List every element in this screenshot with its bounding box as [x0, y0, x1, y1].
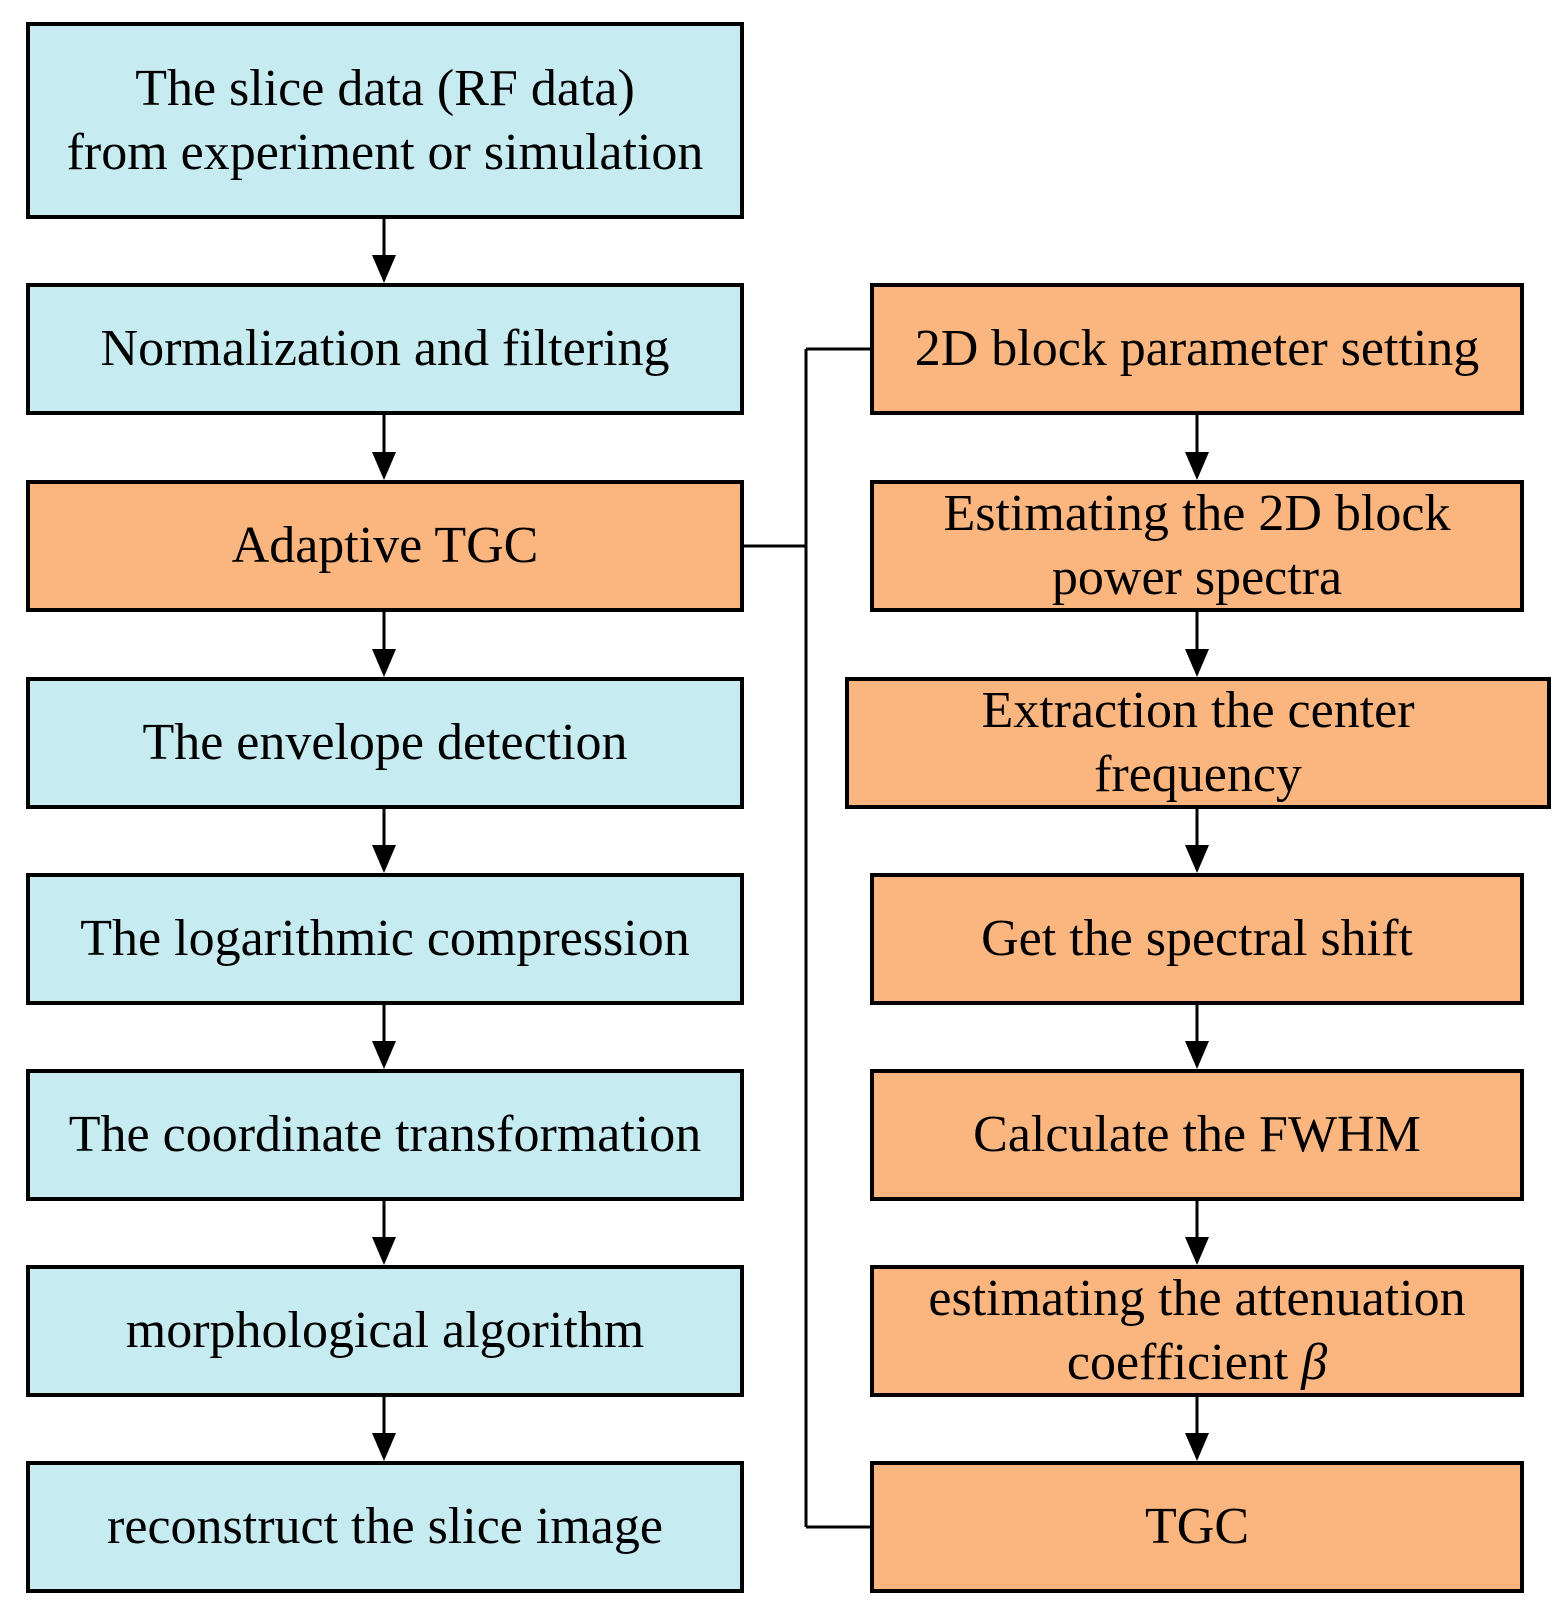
- coordinate-transformation-box: The coordinate transformation: [26, 1069, 744, 1201]
- arrowhead-norm-to-atgc: [372, 452, 396, 480]
- tgc-box: TGC: [870, 1461, 1524, 1593]
- arrowhead-shift-to-fwhm: [1185, 1041, 1209, 1069]
- morphological-algorithm-label: morphological algorithm: [125, 1302, 645, 1359]
- attenuation-line2-text: coefficient: [1066, 1334, 1302, 1391]
- power-spectra-box: Estimating the 2D block power spectra: [870, 480, 1524, 612]
- coordinate-transformation-label: The coordinate transformation: [68, 1106, 702, 1163]
- tgc-label: TGC: [1145, 1498, 1249, 1555]
- center-frequency-line2: frequency: [1094, 746, 1302, 803]
- slice-data-line2: from experiment or simulation: [66, 123, 704, 181]
- arrowhead-coord-to-morph: [372, 1237, 396, 1265]
- arrowhead-slice-to-norm: [372, 255, 396, 283]
- fwhm-box: Calculate the FWHM: [870, 1069, 1524, 1201]
- block-parameter-label: 2D block parameter setting: [914, 320, 1480, 377]
- morphological-algorithm-box: morphological algorithm: [26, 1265, 744, 1397]
- center-frequency-line1: Extraction the center: [981, 682, 1415, 739]
- beta-symbol: β: [1301, 1334, 1328, 1391]
- attenuation-coefficient-box: estimating the attenuation coefficient β: [870, 1265, 1524, 1397]
- slice-data-line1: The slice data (RF data): [135, 59, 635, 117]
- center-frequency-box: Extraction the center frequency: [845, 677, 1551, 809]
- spectral-shift-box: Get the spectral shift: [870, 873, 1524, 1005]
- fwhm-label: Calculate the FWHM: [973, 1106, 1421, 1163]
- adaptive-tgc-box: Adaptive TGC: [26, 480, 744, 612]
- envelope-detection-box: The envelope detection: [26, 677, 744, 809]
- arrowhead-log-to-coord: [372, 1041, 396, 1069]
- attenuation-line1: estimating the attenuation: [928, 1270, 1466, 1327]
- slice-data-box: The slice data (RF data) from experiment…: [26, 22, 744, 219]
- envelope-detection-label: The envelope detection: [142, 714, 628, 771]
- arrowhead-fwhm-to-atten: [1185, 1237, 1209, 1265]
- power-spectra-line2: power spectra: [1051, 549, 1343, 606]
- log-compression-box: The logarithmic compression: [26, 873, 744, 1005]
- arrowhead-atgc-to-env: [372, 649, 396, 677]
- power-spectra-line1: Estimating the 2D block: [943, 485, 1451, 542]
- arrowhead-center-to-shift: [1185, 845, 1209, 873]
- reconstruct-image-label: reconstruct the slice image: [107, 1498, 663, 1555]
- arrowhead-spectra-to-center: [1185, 649, 1209, 677]
- spectral-shift-label: Get the spectral shift: [981, 910, 1413, 967]
- arrowhead-atten-to-tgc: [1185, 1433, 1209, 1461]
- arrowhead-env-to-log: [372, 845, 396, 873]
- reconstruct-image-box: reconstruct the slice image: [26, 1461, 744, 1593]
- attenuation-line2: coefficient β: [928, 1331, 1465, 1395]
- block-parameter-box: 2D block parameter setting: [870, 283, 1524, 415]
- normalization-label: Normalization and filtering: [100, 320, 670, 377]
- arrowhead-morph-to-recon: [372, 1433, 396, 1461]
- normalization-box: Normalization and filtering: [26, 283, 744, 415]
- adaptive-tgc-label: Adaptive TGC: [231, 517, 539, 574]
- arrowhead-param-to-spectra: [1185, 452, 1209, 480]
- log-compression-label: The logarithmic compression: [80, 910, 690, 967]
